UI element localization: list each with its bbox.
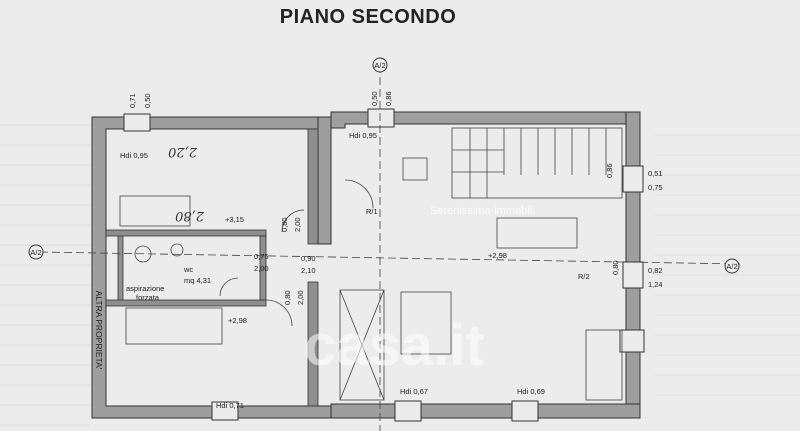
dim-top-left-b: 0,50 — [143, 93, 152, 108]
hdi-bottom-mid: Hdi 0,67 — [400, 387, 428, 396]
door-swing-stairs — [344, 179, 374, 209]
sofa — [496, 217, 578, 249]
dim-top-center-b: 0,86 — [384, 91, 393, 106]
wc-area: mq 4,31 — [184, 276, 211, 285]
wc-sink — [134, 245, 152, 263]
bed-upper — [119, 195, 191, 227]
wc-name: wc — [183, 265, 193, 274]
ridge-r1: R/1 — [366, 207, 378, 216]
dim-door-wc-b: 2,00 — [254, 264, 269, 273]
dim-door-hall-a: 0,90 — [301, 254, 316, 263]
dim-right-lower-c: 1,24 — [648, 280, 663, 289]
window-openings — [123, 108, 645, 422]
furniture — [119, 157, 623, 401]
watermark-agency: Serenissima-immobili — [430, 205, 535, 217]
door-swing-wc — [219, 277, 239, 297]
elevation-lower-left: +2,98 — [228, 316, 247, 325]
stove — [402, 157, 428, 181]
hdi-top-center: Hdi 0,95 — [349, 131, 377, 140]
dim-door-hall-b: 2,10 — [301, 266, 316, 275]
dim-top-center-a: 0,50 — [370, 91, 379, 106]
svg-text:A/2: A/2 — [30, 248, 41, 257]
skylight-void — [339, 289, 385, 401]
ridge-r2: R/2 — [578, 272, 590, 281]
hatching-right — [655, 134, 800, 396]
door-swing-upper — [281, 209, 305, 233]
section-line — [39, 65, 741, 431]
staircase — [451, 127, 623, 199]
svg-text:A/2: A/2 — [726, 262, 737, 271]
wc-toilet — [170, 243, 184, 257]
hdi-top-left: Hdi 0,95 — [120, 151, 148, 160]
dim-door-wc-a: 0,75 — [254, 252, 269, 261]
watermark-logo: casa.it — [304, 313, 485, 378]
svg-text:A/2: A/2 — [374, 61, 385, 70]
side-label: ALTRA PROPRIETA' — [94, 291, 104, 370]
door-swing-lower — [265, 299, 293, 327]
dim-right-upper-c: 0,75 — [648, 183, 663, 192]
cabinet — [585, 329, 623, 401]
elevation-center: +2,98 — [488, 251, 507, 260]
dim-door-upper-b: 2,00 — [293, 217, 302, 232]
hatching-left — [0, 124, 90, 426]
dim-right-upper-b: 0,51 — [648, 169, 663, 178]
elevation-upper-left: +3,15 — [225, 215, 244, 224]
wc-note-line1: aspirazione — [126, 284, 164, 293]
dim-door-upper-a: 0,80 — [280, 217, 289, 232]
dim-right-lower-a: 0,80 — [611, 260, 620, 275]
hdi-bottom-left: Hdi 0,71 — [216, 401, 244, 410]
section-markers: A/2 A/2 A/2 — [28, 57, 740, 274]
hdi-bottom-right: Hdi 0,69 — [517, 387, 545, 396]
wc-note-line2: forzata — [136, 293, 160, 302]
dim-top-left-a: 0,71 — [128, 93, 137, 108]
table — [400, 291, 452, 355]
dim-door-lower-b: 2,00 — [296, 290, 305, 305]
dim-right-upper-a: 0,86 — [605, 163, 614, 178]
dim-door-lower-a: 0,80 — [283, 290, 292, 305]
handwritten-note-top: 2,20 — [168, 144, 198, 159]
dim-right-lower-b: 0,82 — [648, 266, 663, 275]
bed-lower — [125, 307, 223, 345]
plan-title: PIANO SECONDO — [280, 6, 457, 28]
interior-walls — [105, 128, 319, 407]
handwritten-note-mid: 2,80 — [175, 208, 205, 223]
